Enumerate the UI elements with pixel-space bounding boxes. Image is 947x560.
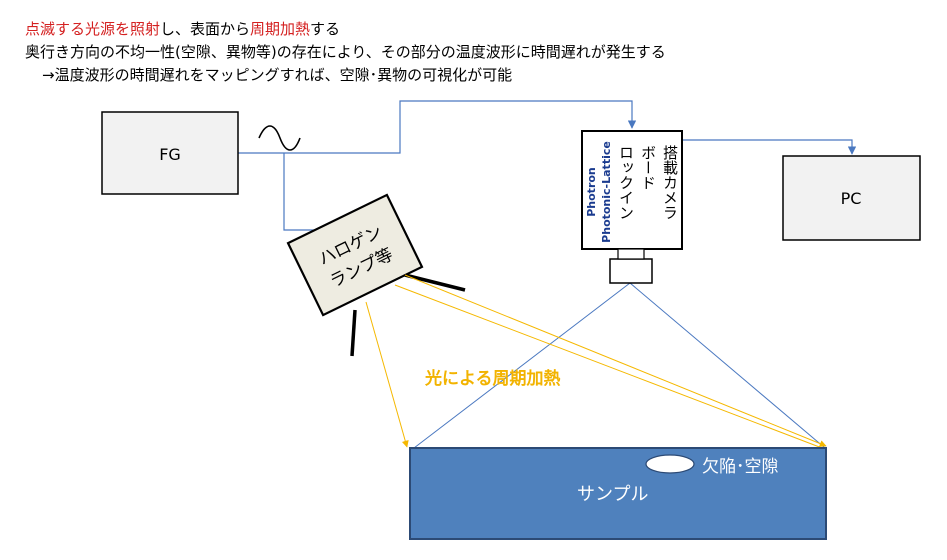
lamp-leg-right — [404, 273, 466, 292]
camera-brand-photonic-lattice: Photonic-Lattice — [600, 141, 613, 243]
lamp-leg-left — [350, 309, 357, 357]
intro-line-2: 奥行き方向の不均一性(空隙、異物等)の存在により、その部分の温度波形に時間遅れが… — [25, 43, 666, 61]
intro-red-phrase-1: 点滅する光源を照射 — [25, 20, 161, 38]
intro-black-phrase-2: する — [310, 20, 341, 38]
light-ray-right-lower — [394, 284, 823, 449]
pc-label: PC — [841, 189, 862, 208]
camera-to-pc-line — [682, 139, 857, 155]
heating-label: 光による周期加熱 — [424, 368, 561, 389]
sample-label: サンプル — [577, 484, 648, 505]
light-ray-left — [365, 301, 409, 448]
sine-wave-icon — [258, 125, 301, 151]
camera-view-right-line — [629, 282, 826, 449]
light-ray-right-upper — [404, 274, 827, 447]
fg-label: FG — [159, 145, 181, 164]
defect-void — [645, 454, 695, 474]
intro-line-3: →温度波形の時間遅れをマッピングすれば、空隙･異物の可視化が可能 — [42, 66, 513, 84]
camera-neck — [617, 248, 645, 260]
camera-label-camera: 搭載カメラ — [661, 145, 679, 220]
defect-label: 欠陥･空隙 — [702, 457, 779, 477]
intro-line-1: 点滅する光源を照射し、表面から周期加熱する — [25, 20, 340, 38]
camera-label-board: ボード — [639, 145, 657, 190]
pc-box: PC — [782, 155, 921, 241]
fg-to-camera-line — [238, 100, 637, 154]
camera-view-left-line — [413, 282, 631, 449]
camera-lens — [609, 258, 653, 284]
function-generator-box: FG — [101, 111, 239, 195]
intro-red-phrase-2: 周期加熱 — [250, 20, 311, 38]
halogen-lamp: ハロゲン ランプ等 — [286, 193, 466, 357]
camera-brand-photron: Photron — [585, 167, 598, 217]
lockin-camera: Photron Photonic-Lattice ロックイン ボード 搭載カメラ — [581, 130, 683, 284]
intro-black-phrase-1: し、表面から — [160, 20, 251, 38]
sample: 欠陥･空隙 サンプル — [409, 447, 827, 540]
camera-label-lockin: ロックイン — [617, 145, 635, 220]
fg-to-lamp-line — [283, 153, 329, 235]
